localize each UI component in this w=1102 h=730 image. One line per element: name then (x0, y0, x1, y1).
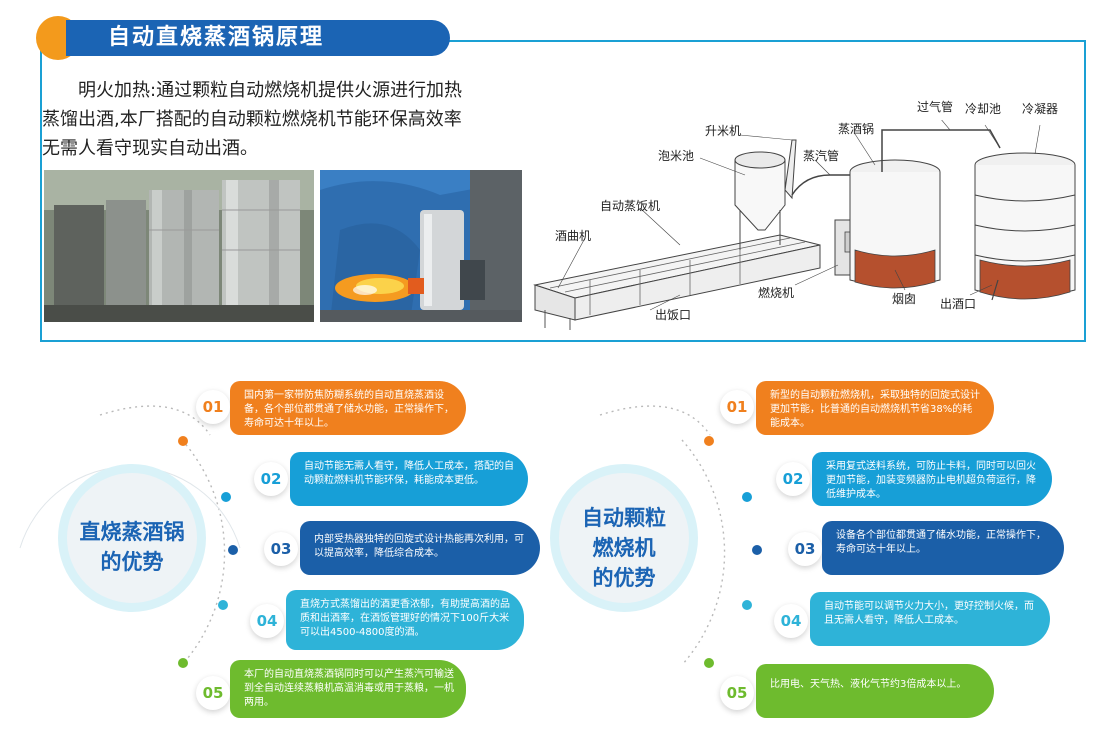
right-item-1: 新型的自动颗粒燃烧机，采取独特的回旋式设计更加节能，比普通的自动燃烧机节省38%… (756, 381, 994, 435)
right-center-title-line-3: 的优势 (592, 566, 656, 590)
label-zidongzhengfanji: 自动蒸饭机 (600, 199, 661, 213)
right-dot-4 (742, 600, 752, 610)
label-yanzhou: 烟囱 (892, 292, 917, 306)
factory-photo (44, 170, 314, 322)
right-num-5: 05 (720, 676, 754, 710)
right-center-title-line-1: 自动颗粒 (582, 506, 666, 530)
left-num-4: 04 (250, 604, 284, 638)
right-item-5: 比用电、天气热、液化气节约3倍成本以上。 (756, 664, 994, 718)
right-center-title: 自动颗粒 燃烧机 的优势 (550, 503, 698, 593)
right-num-4: 04 (774, 604, 808, 638)
left-item-2: 自动节能无需人看守，降低人工成本，搭配的自动颗粒燃料机节能环保，耗能成本更低。 (290, 452, 528, 506)
right-dot-1 (704, 436, 714, 446)
intro-line-2: 蒸馏出酒,本厂搭配的自动颗粒燃烧机节能环保高效率 (42, 109, 462, 130)
left-item-4: 直烧方式蒸馏出的酒更香浓郁，有助提高酒的品质和出酒率，在酒饭管理好的情况下100… (286, 590, 524, 650)
label-ranshaoji: 燃烧机 (758, 286, 795, 300)
left-num-1: 01 (196, 390, 230, 424)
right-arc-decoration (599, 405, 726, 666)
left-center-circle (58, 464, 206, 612)
left-center-title-line-2: 的优势 (100, 550, 164, 574)
title-banner (66, 20, 450, 56)
right-dot-5 (704, 658, 714, 668)
label-jiuquji: 酒曲机 (555, 229, 592, 243)
intro-line-1: 明火加热:通过颗粒自动燃烧机提供火源进行加热 (78, 80, 463, 101)
left-item-1: 国内第一家带防焦防糊系统的自动直烧蒸酒设备，各个部位都贯通了储水功能，正常操作下… (230, 381, 466, 435)
label-paomichi: 泡米池 (658, 149, 695, 163)
right-item-2: 采用复式送料系统，可防止卡料，同时可以回火更加节能，加装变频器防止电机超负荷运行… (812, 452, 1052, 506)
label-zhengqiguan: 蒸汽管 (803, 149, 840, 163)
right-dot-2 (742, 492, 752, 502)
right-num-2: 02 (776, 462, 810, 496)
label-guoqiguan: 过气管 (917, 100, 954, 114)
left-center-title: 直烧蒸酒锅 的优势 (58, 517, 206, 577)
left-item-5: 本厂的自动直烧蒸酒锅同时可以产生蒸汽可输送到全自动连续蒸粮机高温消毒或用于蒸粮，… (230, 660, 466, 718)
label-chujiukou: 出酒口 (940, 297, 977, 311)
right-center-title-line-2: 燃烧机 (592, 536, 656, 560)
right-dot-3 (752, 545, 762, 555)
label-zhengjiuguo: 蒸酒锅 (838, 122, 875, 136)
label-shengmiji: 升米机 (705, 124, 742, 138)
left-num-5: 05 (196, 676, 230, 710)
left-dot-1 (178, 436, 188, 446)
label-chufankou: 出饭口 (655, 308, 692, 322)
left-num-3: 03 (264, 532, 298, 566)
process-diagram: 过气管 冷却池 冷凝器 升米机 蒸酒锅 泡米池 蒸汽管 自动蒸饭机 酒曲机 燃烧… (530, 100, 1086, 334)
page-title: 自动直烧蒸酒锅原理 (108, 25, 325, 50)
left-dot-5 (178, 658, 188, 668)
right-item-4: 自动节能可以调节火力大小，更好控制火候，而且无需人看守，降低人工成本。 (810, 592, 1050, 646)
label-lengningqi: 冷凝器 (1022, 102, 1059, 116)
intro-paragraph: 明火加热:通过颗粒自动燃烧机提供火源进行加热 蒸馏出酒,本厂搭配的自动颗粒燃烧机… (42, 76, 532, 163)
label-lengquechi: 冷却池 (965, 102, 1002, 116)
left-center-title-line-1: 直烧蒸酒锅 (79, 520, 185, 544)
burner-photo (320, 170, 522, 322)
right-num-1: 01 (720, 390, 754, 424)
right-item-3: 设备各个部位都贯通了储水功能，正常操作下，寿命可达十年以上。 (822, 521, 1064, 575)
left-item-3: 内部受热器独特的回旋式设计热能再次利用，可以提高效率，降低综合成本。 (300, 521, 540, 575)
right-center-circle (550, 464, 698, 612)
intro-line-3: 无需人看守现实自动出酒。 (42, 138, 258, 159)
left-dot-4 (218, 600, 228, 610)
right-num-3: 03 (788, 532, 822, 566)
left-dot-2 (221, 492, 231, 502)
left-dot-3 (228, 545, 238, 555)
left-num-2: 02 (254, 462, 288, 496)
